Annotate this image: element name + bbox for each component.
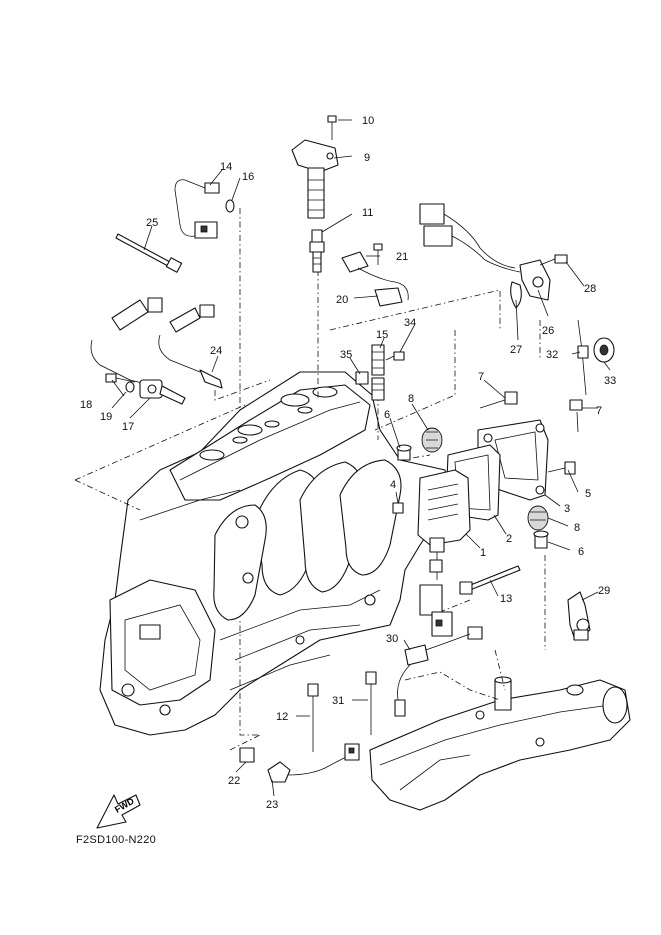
callout-34: 34 [404, 317, 416, 329]
callout-23: 23 [266, 799, 278, 811]
part-22-23 [239, 743, 360, 783]
exhaust-manifold [369, 676, 631, 811]
callout-27: 27 [510, 344, 522, 356]
part-4-bolt [392, 502, 404, 514]
callout-9: 9 [364, 152, 370, 164]
part-1-ecu [417, 469, 471, 637]
callout-30: 30 [386, 633, 398, 645]
part-31-12-ties [307, 671, 377, 752]
callout-33: 33 [604, 375, 616, 387]
callout-7-left: 7 [478, 371, 484, 383]
part-15-spacer [355, 344, 405, 401]
callout-8-bottom: 8 [574, 522, 580, 534]
part-9-ignition-coil [291, 139, 339, 219]
callout-12: 12 [276, 711, 288, 723]
callout-21: 21 [396, 251, 408, 263]
callout-35: 35 [340, 349, 352, 361]
callout-leaders [111, 119, 611, 797]
callout-6-bottom: 6 [578, 546, 584, 558]
engine-block [99, 371, 451, 736]
part-26-harness-sensor [419, 203, 568, 309]
callout-3: 3 [564, 503, 570, 515]
callout-1: 1 [480, 547, 486, 559]
callout-22: 22 [228, 775, 240, 787]
callout-17: 17 [122, 421, 134, 433]
callout-31: 31 [332, 695, 344, 707]
callout-10: 10 [362, 115, 374, 127]
callout-14: 14 [220, 161, 232, 173]
part-13-probe [459, 565, 521, 595]
callout-11: 11 [362, 207, 373, 219]
fwd-arrow-icon: FWD [96, 794, 141, 829]
callout-7-right: 7 [596, 405, 602, 417]
callout-13: 13 [500, 593, 512, 605]
callout-18: 18 [80, 399, 92, 411]
callout-6-top: 6 [384, 409, 390, 421]
callout-29: 29 [598, 585, 610, 597]
part-5-bolt [547, 461, 576, 475]
document-code: F2SD100-N220 [76, 834, 157, 846]
callout-8-top: 8 [408, 393, 414, 405]
callout-26: 26 [542, 325, 554, 337]
part-30-sensor [394, 626, 483, 717]
callout-numbers: 10 9 14 16 11 21 25 20 28 15 34 26 27 24… [80, 115, 616, 811]
part-29-clamp [567, 591, 591, 641]
callout-20: 20 [336, 294, 348, 306]
part-17-24-sensors [90, 297, 223, 405]
callout-16: 16 [242, 171, 254, 183]
callout-32: 32 [546, 349, 558, 361]
callout-5: 5 [585, 488, 591, 500]
part-11-spark-plug [309, 229, 325, 273]
part-25-probe [115, 233, 183, 273]
assembly-lines [74, 208, 546, 751]
callout-28: 28 [584, 283, 596, 295]
callout-2: 2 [506, 533, 512, 545]
part-20-sensor [341, 243, 409, 307]
part-32-33 [577, 319, 615, 396]
callout-4: 4 [390, 479, 396, 491]
callout-15: 15 [376, 329, 388, 341]
callout-19: 19 [100, 411, 112, 423]
callout-24: 24 [210, 345, 222, 357]
part-10-bolt [327, 115, 337, 140]
part-14-sensor-hose [174, 179, 235, 239]
callout-25: 25 [146, 217, 158, 229]
